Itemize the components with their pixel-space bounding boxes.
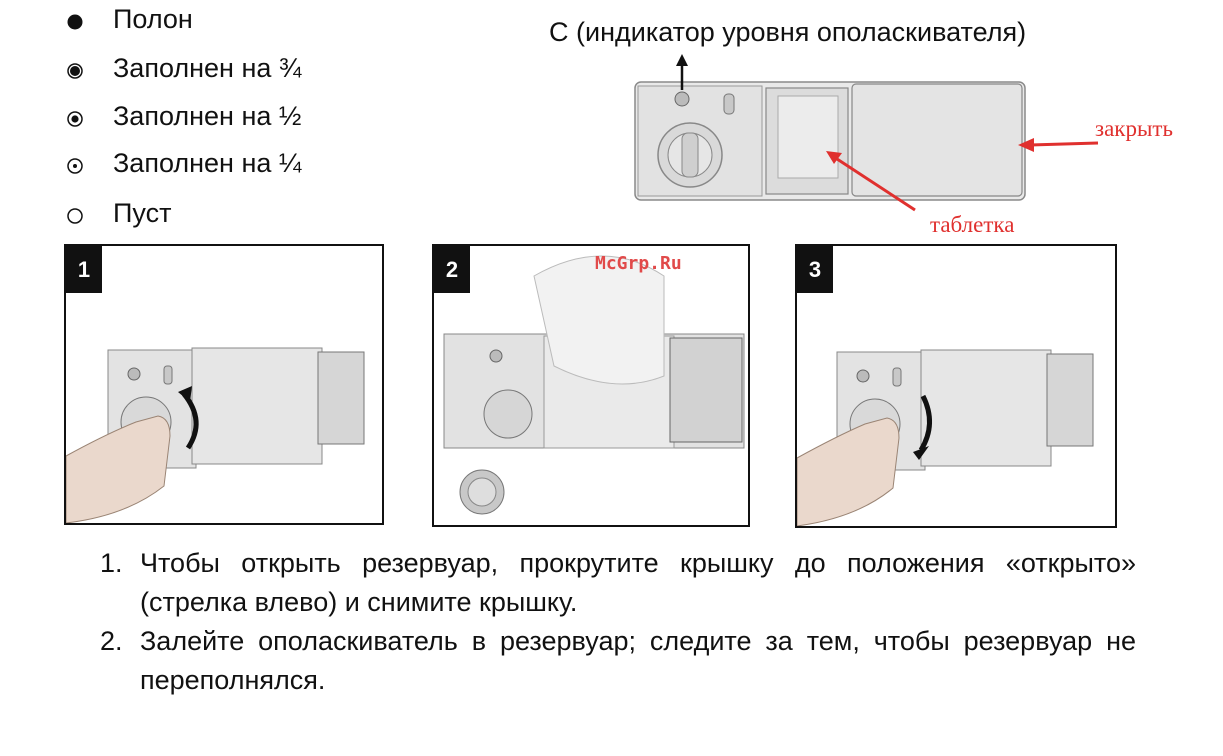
step-1-illustration [66, 347, 365, 523]
tablet-arrow-icon [826, 151, 842, 164]
step-2-illustration [443, 255, 745, 515]
dispenser-lid [851, 83, 1023, 197]
vent-slot [723, 93, 735, 115]
half-filled-circle-icon [67, 111, 83, 127]
legend-label: Полон [113, 4, 193, 34]
close-arrow-icon [1018, 138, 1034, 152]
step-panel-2: 2 [432, 244, 750, 527]
hand-icon [66, 415, 171, 523]
indicator-window-icon [674, 91, 690, 107]
legend-label: Заполнен на ½ [113, 101, 302, 131]
rotate-arrow-icon [913, 446, 929, 460]
open-lid [533, 255, 665, 385]
legend-label: Заполнен на ¾ [113, 53, 302, 83]
step-number: 3 [797, 246, 833, 293]
close-label: закрыть [1095, 116, 1173, 141]
step-panel-1: 1 [64, 244, 384, 525]
instruction-text: Залейте ополаскиватель в резервуар; след… [140, 626, 1136, 695]
instruction-item: 2. Залейте ополаскиватель в резервуар; с… [100, 622, 1136, 700]
instruction-text: Чтобы открыть резервуар, прокрутите крыш… [140, 548, 1136, 617]
filled-circle-icon [67, 14, 83, 30]
quarter-filled-circle-icon [67, 158, 83, 174]
instruction-number: 2. [100, 626, 123, 656]
hand-icon [797, 417, 900, 526]
step-number: 2 [434, 246, 470, 293]
step-3-illustration [797, 349, 1094, 526]
empty-circle-icon [67, 208, 83, 224]
legend-label: Пуст [113, 198, 172, 228]
instruction-number: 1. [100, 548, 123, 578]
instruction-item: 1. Чтобы открыть резервуар, прокрутите к… [100, 544, 1136, 622]
label-arrows [826, 138, 1099, 212]
step-number: 1 [66, 246, 102, 293]
indicator-caption: C (индикатор уровня ополаскивателя) [549, 17, 1027, 47]
dispenser-diagram [634, 54, 1026, 201]
tablet-label: таблетка [930, 212, 1015, 237]
legend-label: Заполнен на ¼ [113, 148, 302, 178]
instructions-list: 1. Чтобы открыть резервуар, прокрутите к… [100, 544, 1136, 700]
watermark: McGrp.Ru [595, 253, 682, 274]
rotate-arrow-icon [178, 386, 192, 402]
step-panel-3: 3 [795, 244, 1117, 528]
mostly-filled-circle-icon [67, 63, 83, 79]
